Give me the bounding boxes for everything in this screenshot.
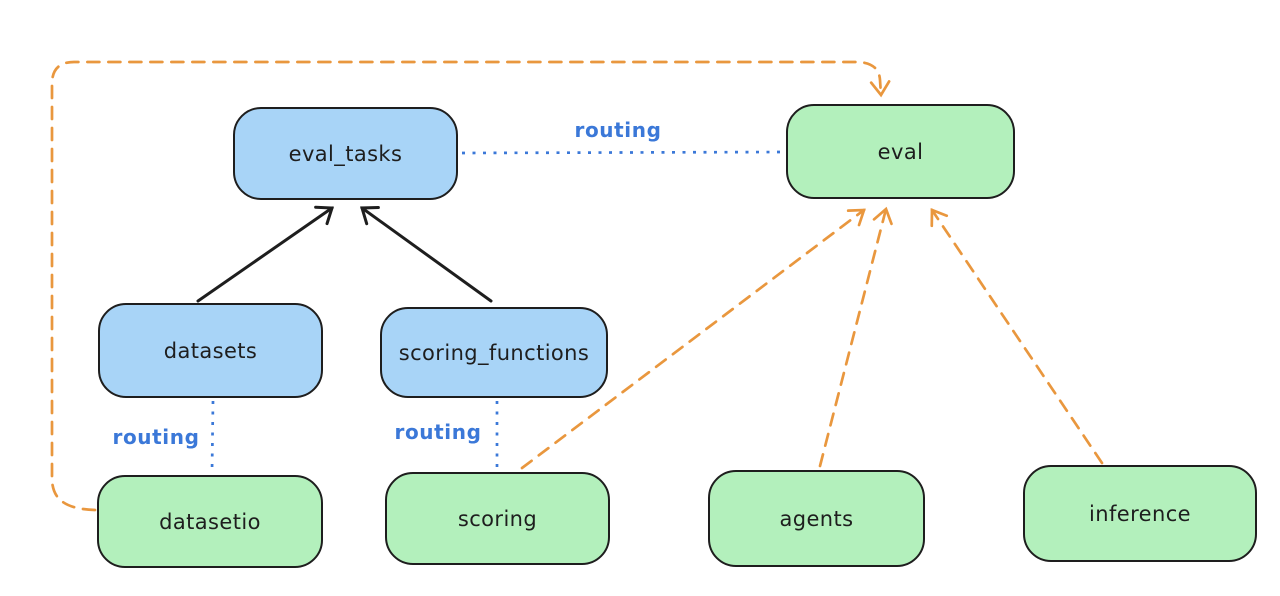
edge-datasets-to-datasetio-routing — [210, 400, 215, 473]
edge-inference-to-eval — [930, 208, 1104, 465]
edge-datasets-to-eval-tasks — [196, 205, 335, 303]
edge-label-routing-datasets-datasetio: routing — [112, 425, 200, 449]
node-datasets-label: datasets — [163, 338, 258, 363]
node-datasetio-label: datasetio — [159, 509, 261, 534]
edge-datasetio-to-eval-loop — [50, 60, 891, 512]
node-eval-tasks-label: eval_tasks — [288, 141, 403, 166]
node-scoring-functions: scoring_functions — [380, 307, 608, 398]
node-eval-tasks: eval_tasks — [233, 107, 458, 200]
node-agents-label: agents — [779, 506, 854, 531]
node-eval: eval — [786, 104, 1015, 199]
node-inference-label: inference — [1089, 501, 1191, 526]
node-eval-label: eval — [877, 139, 924, 164]
edge-label-routing-scoringfn-scoring: routing — [394, 420, 482, 444]
node-agents: agents — [708, 470, 925, 567]
edge-label-routing-eval-tasks-eval: routing — [574, 118, 662, 142]
node-datasets: datasets — [98, 303, 323, 398]
node-scoring: scoring — [385, 472, 610, 565]
node-scoring-label: scoring — [457, 506, 538, 531]
edge-agents-to-eval — [818, 206, 893, 468]
edge-scoring-functions-to-eval-tasks — [360, 205, 493, 303]
node-inference: inference — [1023, 465, 1257, 562]
node-scoring-functions-label: scoring_functions — [398, 340, 590, 365]
node-datasetio: datasetio — [97, 475, 323, 568]
edge-eval-tasks-to-eval-routing — [461, 150, 784, 155]
edge-scoring-to-eval — [520, 208, 866, 470]
